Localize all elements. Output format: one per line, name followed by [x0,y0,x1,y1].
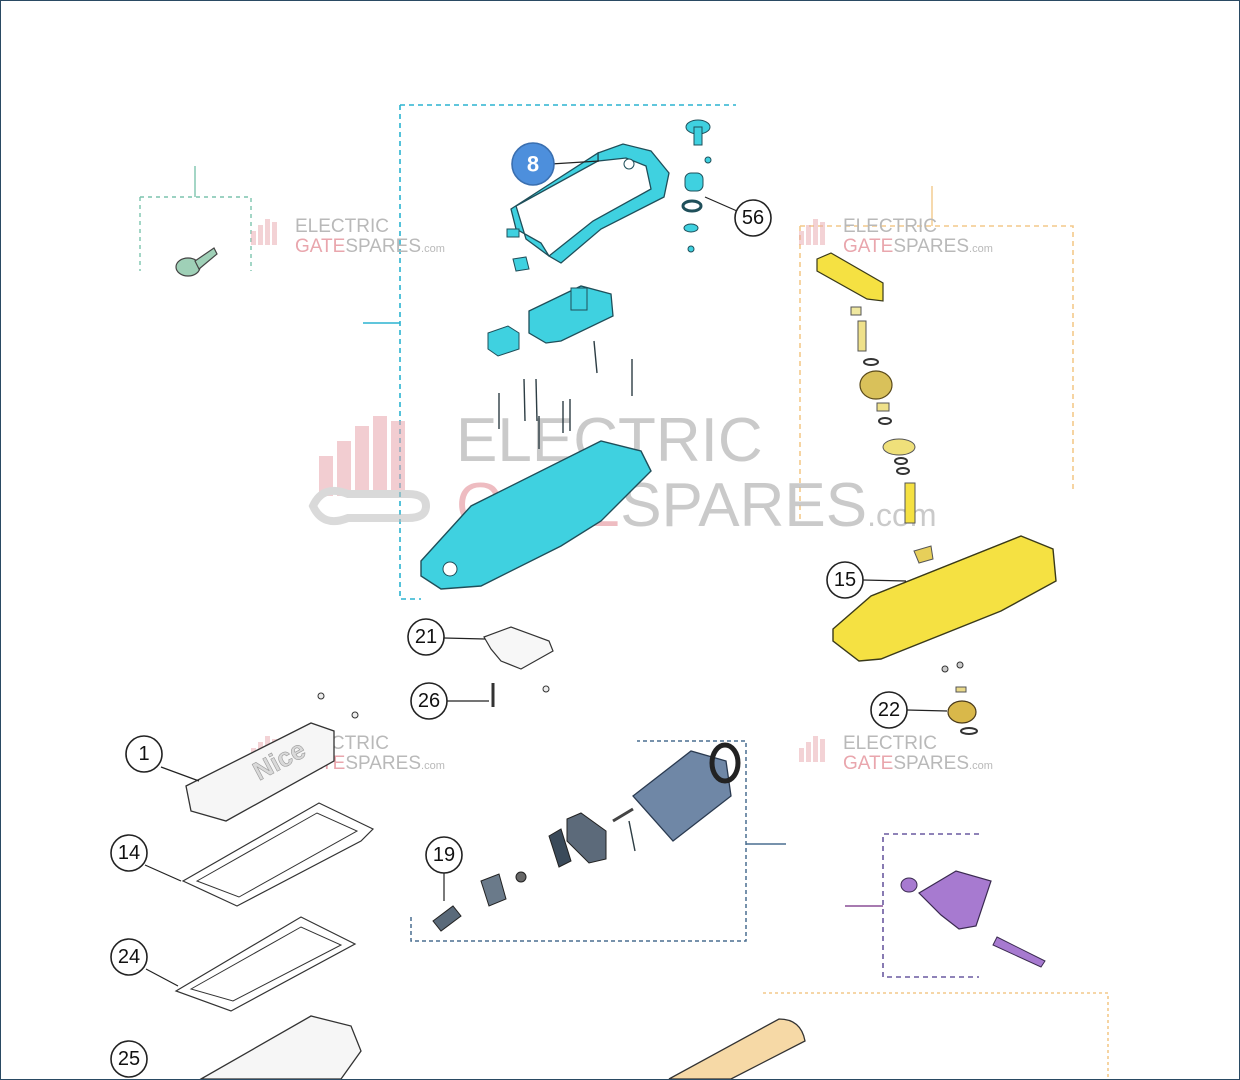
callout-14[interactable]: 14 [110,834,148,872]
part-24-gasket [174,916,357,1012]
callout-25-label: 25 [118,1048,140,1070]
part-yellow-bracket [816,252,884,302]
callout-56-label: 56 [742,207,764,229]
part-cyan-control-box [528,285,614,344]
part-1-lid: Nice [185,722,335,822]
svg-text:GATESPARES.com: GATESPARES.com [843,753,993,774]
callout-22[interactable]: 22 [870,691,908,729]
watermark-small-1: ELECTRIC GATESPARES.com [251,216,445,257]
callout-24[interactable]: 24 [110,938,148,976]
wm-small-1-line1: ELECTRIC [295,216,389,237]
watermark-small-4: ELECTRIC GATESPARES.com [799,733,993,774]
part-tan-tube [668,1018,806,1079]
part-cyan-base-plate [420,440,652,590]
wm-small-2-line1: ELECTRIC [843,216,937,237]
watermark-large-rest: SPARES [620,471,867,540]
callout-22-label: 22 [878,699,900,721]
part-14-gasket [181,802,375,907]
callout-56[interactable]: 56 [734,199,772,237]
watermark-small-2: ELECTRIC GATESPARES.com [799,216,993,257]
part-cyan-terminal-block [487,325,520,357]
wm-small-4-line1: ELECTRIC [843,733,937,754]
callout-1[interactable]: 1 [125,735,163,773]
callout-15-label: 15 [834,569,856,591]
callout-26-label: 26 [418,690,440,712]
callout-15[interactable]: 15 [826,561,864,599]
callout-1-label: 1 [138,743,149,765]
leader-lines [144,160,948,987]
watermark-large-suffix: .com [867,497,936,533]
part-19-worm [432,871,527,932]
part-release-key [175,247,218,277]
group-box-green [139,166,252,271]
callout-8[interactable]: 8 [511,142,555,186]
group-box-motor [410,740,786,942]
part-yellow-shaft [850,306,934,564]
part-cyan-clip [512,256,530,272]
part-8-handle [506,143,670,264]
part-15-yellow-base [832,535,1057,662]
group-box-cyan [363,104,736,600]
group-box-purple [845,833,979,978]
part-cyan-screws [498,340,633,449]
callout-26[interactable]: 26 [410,682,448,720]
part-22-gear [941,661,978,735]
callout-21[interactable]: 21 [407,618,445,656]
callout-21-label: 21 [415,626,437,648]
part-21-cover [483,626,554,670]
callout-24-label: 24 [118,946,140,968]
callout-19-label: 19 [433,844,455,866]
part-small-screws-left [317,692,359,719]
callout-19[interactable]: 19 [425,836,463,874]
svg-text:GATESPARES.com: GATESPARES.com [843,236,993,257]
svg-text:GATESPARES.com: GATESPARES.com [295,236,445,257]
callout-8-label: 8 [527,152,539,177]
callout-25[interactable]: 25 [110,1040,148,1078]
part-motor [612,742,741,852]
part-motor-bracket [548,812,607,868]
callout-14-label: 14 [118,842,140,864]
part-26-screw [491,683,550,707]
part-25-housing [199,1015,362,1079]
part-purple-bracket [900,870,1046,968]
group-box-tan [763,992,1109,1079]
group-box-orange [799,186,1074,521]
part-56-pin-set [681,119,712,253]
